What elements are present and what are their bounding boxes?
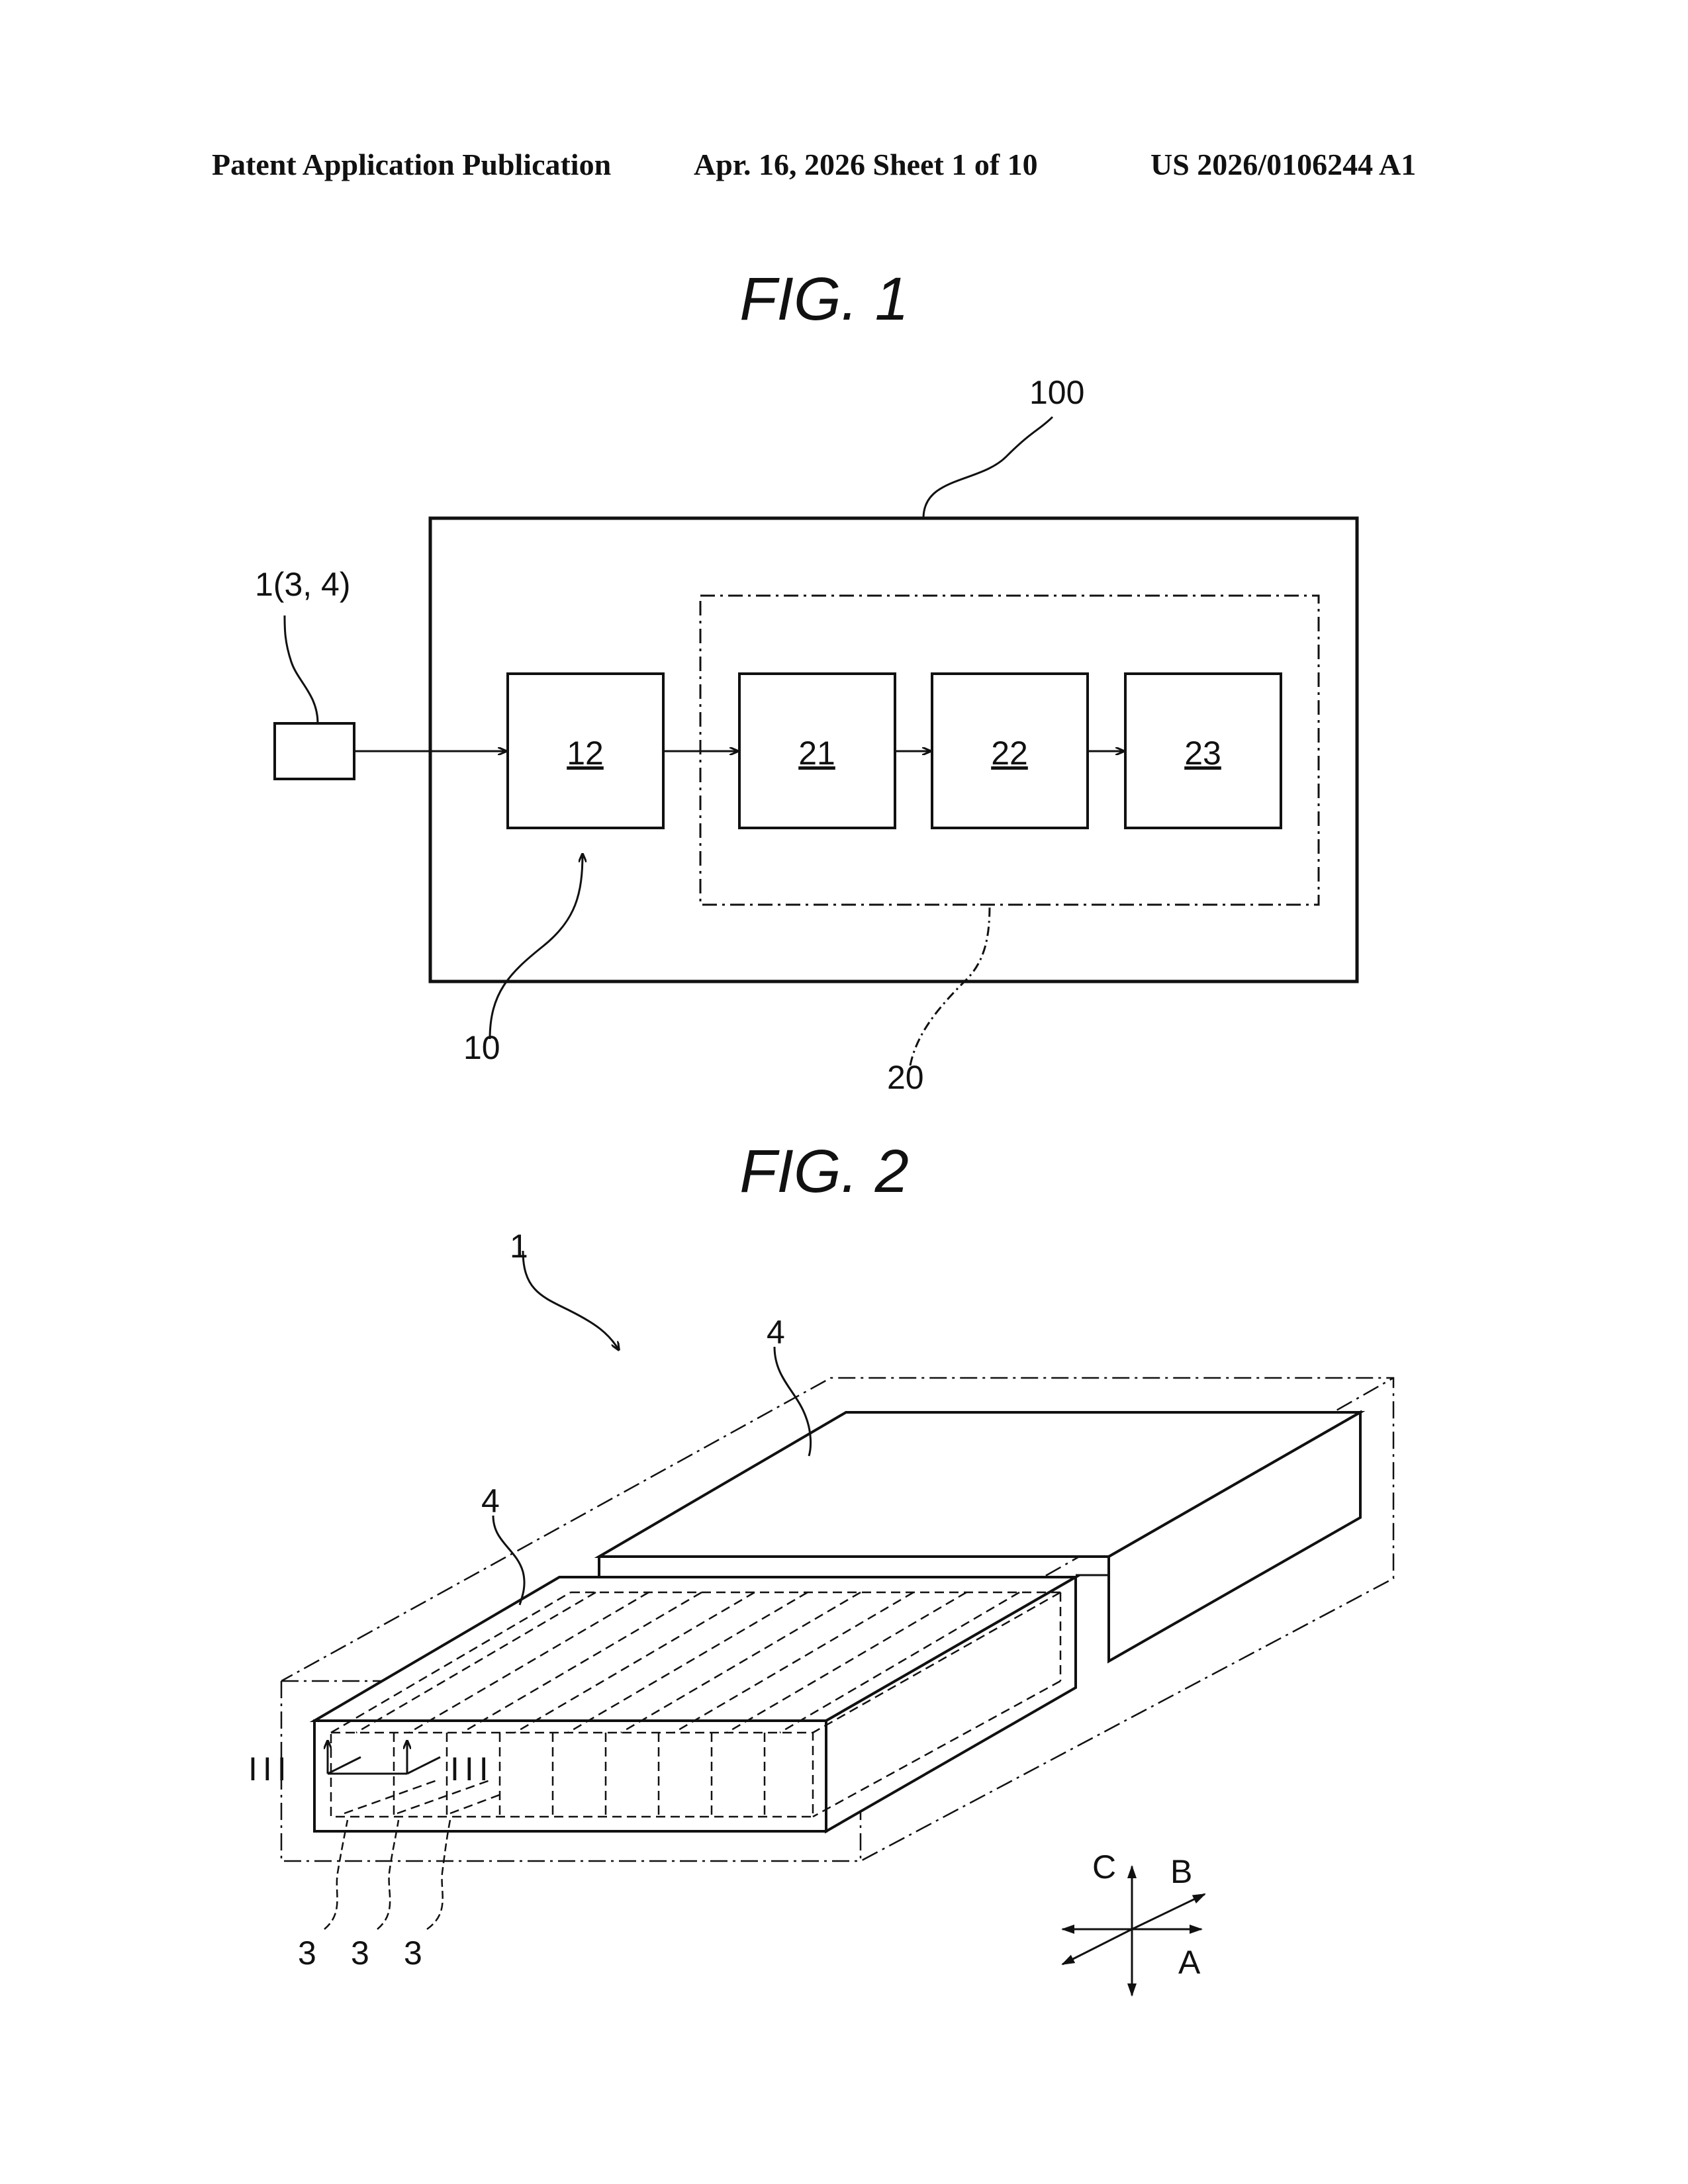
front-module bbox=[314, 1577, 1076, 1831]
label-23: 23 bbox=[1184, 735, 1221, 772]
leader-input bbox=[285, 615, 318, 723]
leader-assembly-1 bbox=[523, 1251, 619, 1350]
leader-cells bbox=[324, 1820, 450, 1929]
label-cell-3a: 3 bbox=[298, 1934, 316, 1972]
label-section-right: III bbox=[450, 1751, 494, 1788]
label-21: 21 bbox=[798, 735, 835, 772]
label-100: 100 bbox=[1029, 374, 1084, 411]
label-assembly-1: 1 bbox=[510, 1228, 528, 1265]
label-front-module-4: 4 bbox=[481, 1482, 500, 1520]
label-section-left: III bbox=[248, 1751, 292, 1788]
input-block bbox=[275, 723, 354, 779]
leader-10 bbox=[490, 854, 583, 1039]
label-12: 12 bbox=[567, 735, 604, 772]
label-20: 20 bbox=[887, 1059, 924, 1096]
leader-100 bbox=[923, 417, 1053, 518]
label-22: 22 bbox=[991, 735, 1028, 772]
label-axis-c: C bbox=[1092, 1848, 1116, 1886]
label-cell-3c: 3 bbox=[404, 1934, 422, 1972]
leader-front-module bbox=[493, 1516, 524, 1605]
leader-20 bbox=[910, 905, 990, 1066]
label-axis-b: B bbox=[1170, 1853, 1192, 1890]
label-cell-3b: 3 bbox=[351, 1934, 369, 1972]
label-back-module-4: 4 bbox=[767, 1314, 785, 1351]
fig2-isometric-assembly bbox=[281, 1251, 1393, 1995]
label-axis-a: A bbox=[1178, 1944, 1201, 1981]
label-10: 10 bbox=[463, 1029, 500, 1066]
label-input: 1(3, 4) bbox=[255, 566, 351, 603]
fig1-labels: 100 1(3, 4) 10 20 12 21 22 23 bbox=[255, 374, 1221, 1096]
